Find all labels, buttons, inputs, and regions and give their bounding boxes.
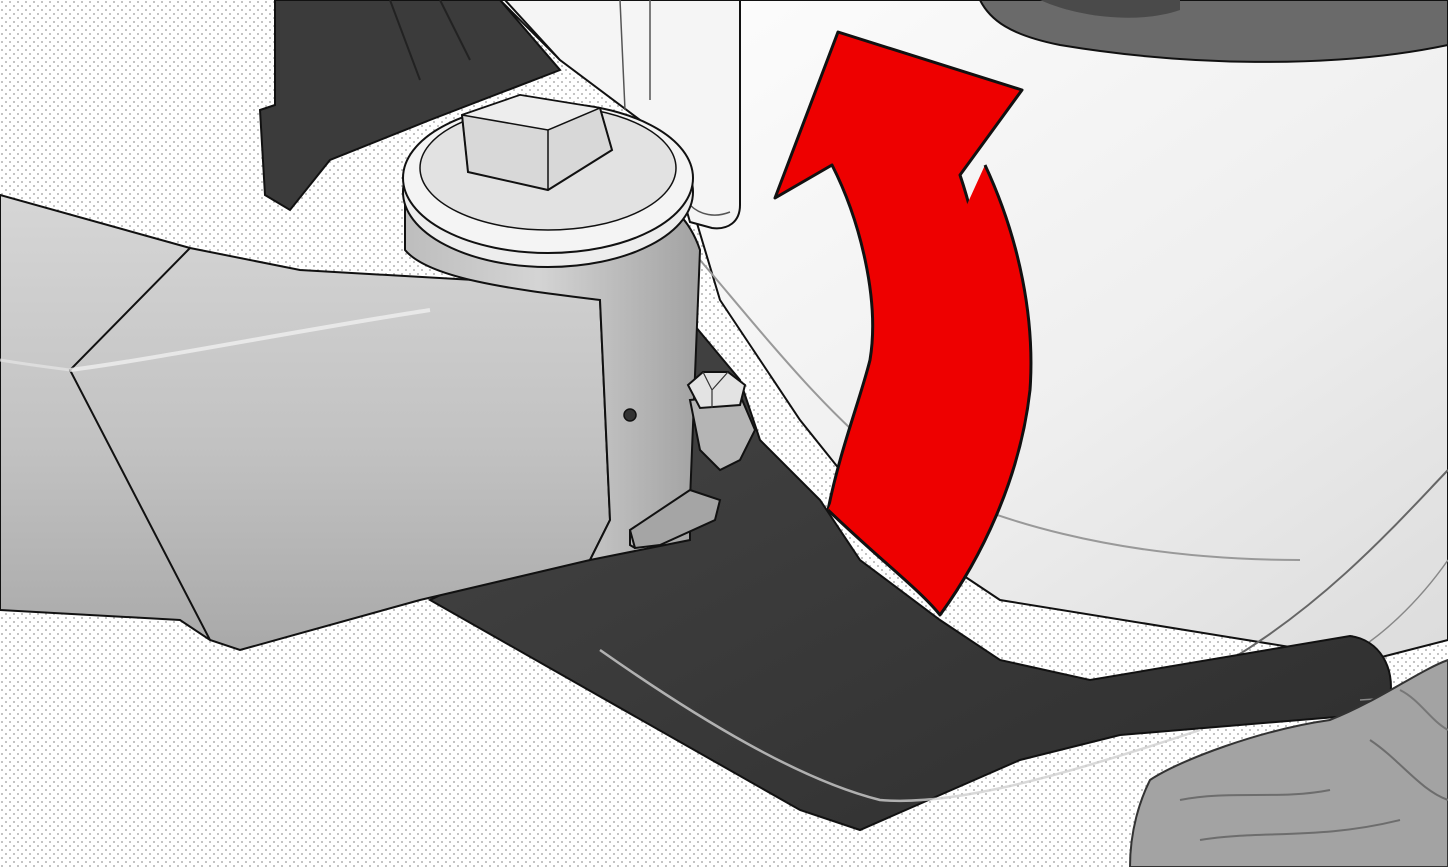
grease-hole: [624, 409, 636, 421]
